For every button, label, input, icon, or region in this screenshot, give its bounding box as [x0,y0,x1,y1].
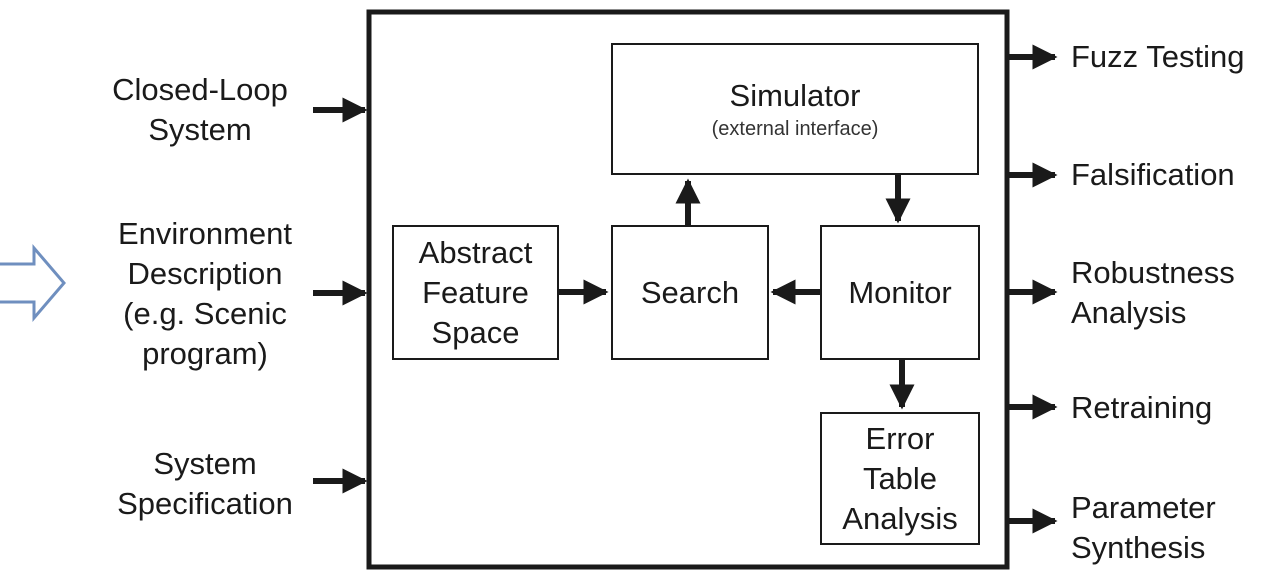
search-block: Search [611,225,769,360]
output-robustness-analysis: Robustness Analysis [1071,255,1235,330]
system-frame [366,9,1010,570]
output-fuzz-testing: Fuzz Testing [1071,39,1245,74]
monitor-block: Monitor [820,225,980,360]
abstract-feature-space-block: Abstract Feature Space [392,225,559,360]
simulator-subtitle: (external interface) [711,118,879,140]
input-closed-loop-system: Closed-Loop System [112,72,288,147]
hollow-input-arrow-icon [0,243,66,323]
simulator-block: Simulator (external interface) [611,43,979,175]
output-retraining: Retraining [1071,390,1213,425]
output-falsification: Falsification [1071,157,1235,192]
output-parameter-synthesis: Parameter Synthesis [1071,490,1216,565]
input-system-specification: System Specification [117,446,293,521]
input-environment-description: Environment Description (e.g. Scenic pro… [117,216,293,371]
simulator-title: Simulator [729,78,861,113]
error-table-analysis-block: Error Table Analysis [820,412,980,545]
